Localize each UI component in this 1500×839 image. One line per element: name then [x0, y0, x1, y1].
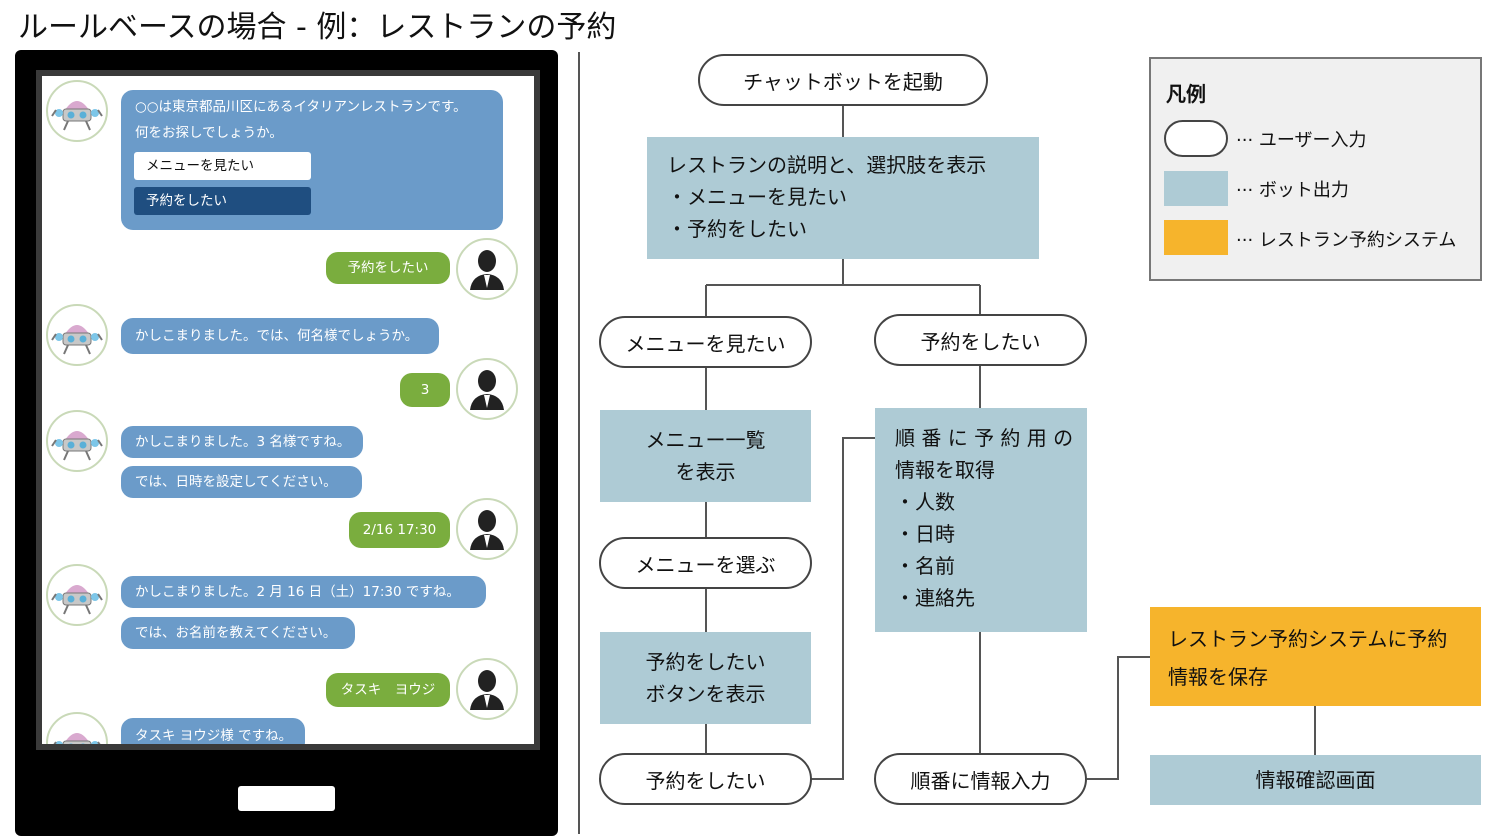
- bot-message: かしこまりました。では、何名様でしょうか。: [121, 318, 439, 354]
- chat-screen: ○○は東京都品川区にあるイタリアンレストランです。 何をお探しでしょうか。 メニ…: [42, 76, 534, 744]
- divider: [578, 52, 580, 834]
- acquire-info-node: 順 番 に 予 約 用 の 情報を取得 ・人数 ・日時 ・名前 ・連絡先: [875, 408, 1087, 632]
- legend-title: 凡例: [1166, 82, 1206, 106]
- bot-message: かしこまりました。3 名様ですね。: [121, 426, 363, 458]
- menu-list-text: メニュー一覧: [645, 428, 766, 452]
- legend-swatch-system: [1164, 220, 1228, 255]
- user-avatar-icon: [456, 238, 518, 300]
- intro-text: レストランの説明と、選択肢を表示: [667, 153, 987, 177]
- bot-message-text: 何をお探しでしょうか。: [135, 125, 283, 141]
- user-message: 2/16 17:30: [349, 512, 450, 548]
- home-button[interactable]: [238, 786, 335, 811]
- show-button-text: ボタンを表示: [645, 682, 766, 706]
- save-reservation-node: レストラン予約システムに予約 情報を保存: [1150, 607, 1481, 706]
- legend-swatch-user-input: [1164, 120, 1228, 157]
- robot-avatar-icon: [46, 712, 108, 744]
- save-text: 情報を保存: [1168, 665, 1268, 689]
- acquire-text: 順 番 に 予 約 用 の: [895, 426, 1074, 450]
- confirm-screen-node: 情報確認画面: [1150, 755, 1481, 805]
- choose-menu-node: メニューを選ぶ: [599, 537, 812, 589]
- bot-message-text: ○○は東京都品川区にあるイタリアンレストランです。: [135, 99, 467, 115]
- user-message: 3: [400, 373, 450, 407]
- user-avatar-icon: [456, 658, 518, 720]
- acquire-item-people: ・人数: [895, 490, 955, 514]
- confirm-text: 情報確認画面: [1255, 768, 1376, 792]
- branch-reserve-node: 予約をしたい: [874, 314, 1087, 366]
- robot-avatar-icon: [46, 410, 108, 472]
- legend-label-system: ··· レストラン予約システム: [1236, 230, 1457, 251]
- option-button-menu[interactable]: メニューを見たい: [134, 152, 311, 180]
- reserve-input-node: 予約をしたい: [599, 753, 812, 805]
- acquire-item-datetime: ・日時: [895, 522, 955, 546]
- acquire-item-contact: ・連絡先: [895, 586, 975, 610]
- show-reserve-button-node: 予約をしたい ボタンを表示: [600, 632, 811, 724]
- robot-avatar-icon: [46, 304, 108, 366]
- save-text: レストラン予約システムに予約: [1168, 627, 1448, 651]
- show-button-text: 予約をしたい: [645, 650, 766, 674]
- robot-avatar-icon: [46, 564, 108, 626]
- intro-options-node: レストランの説明と、選択肢を表示 ・メニューを見たい ・予約をしたい: [647, 137, 1039, 259]
- bot-message: では、お名前を教えてください。: [121, 617, 355, 649]
- robot-avatar-icon: [46, 80, 108, 142]
- user-message: 予約をしたい: [326, 252, 450, 284]
- input-in-order-node: 順番に情報入力: [874, 753, 1087, 805]
- menu-list-text: を表示: [675, 460, 736, 484]
- menu-list-node: メニュー一覧 を表示: [600, 410, 811, 502]
- bot-message: では、日時を設定してください。: [121, 466, 362, 498]
- intro-option-menu: ・メニューを見たい: [667, 185, 847, 209]
- user-message: タスキ ヨウジ: [326, 673, 450, 707]
- option-button-reserve[interactable]: 予約をしたい: [134, 187, 311, 215]
- acquire-item-name: ・名前: [895, 554, 955, 578]
- user-avatar-icon: [456, 498, 518, 560]
- user-avatar-icon: [456, 358, 518, 420]
- page-title: ルールベースの場合 - 例：レストランの予約: [18, 10, 617, 45]
- intro-option-reserve: ・予約をしたい: [667, 217, 807, 241]
- acquire-text: 情報を取得: [895, 458, 995, 482]
- legend-label-user-input: ··· ユーザー入力: [1236, 130, 1367, 151]
- legend-swatch-bot-output: [1164, 171, 1228, 206]
- legend-label-bot-output: ··· ボット出力: [1236, 180, 1349, 201]
- branch-menu-node: メニューを見たい: [599, 316, 812, 368]
- bot-message: タスキ ヨウジ様 ですね。: [121, 718, 305, 744]
- bot-message: かしこまりました。2 月 16 日（土）17:30 ですね。: [121, 576, 486, 608]
- start-chatbot-node: チャットボットを起動: [698, 54, 988, 106]
